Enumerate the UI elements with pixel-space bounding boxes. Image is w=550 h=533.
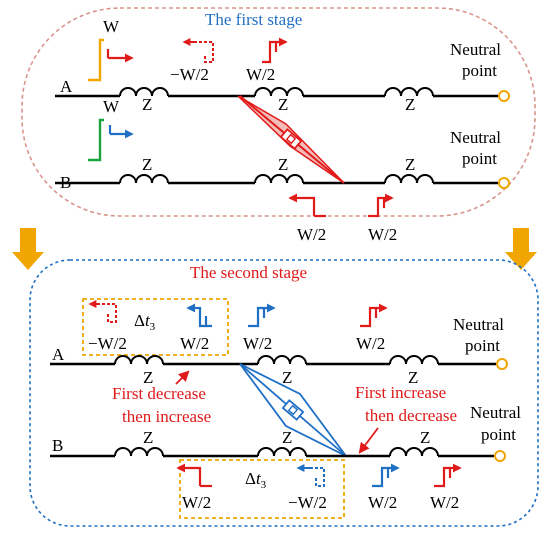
step-wave-icon xyxy=(88,118,104,162)
stage2-neutral-a-2: point xyxy=(465,336,500,355)
stage1-z-b3: Z xyxy=(405,155,415,174)
stage2-a-w2: W/2 xyxy=(243,334,272,353)
step-wave-icon xyxy=(186,303,212,328)
stage2-z-a2: Z xyxy=(282,368,292,387)
stage1-neutral-a-2: point xyxy=(462,61,497,80)
step-wave-icon xyxy=(372,463,400,488)
note-pointer-right xyxy=(358,427,379,454)
step-wave-icon xyxy=(182,38,214,63)
step-wave-icon xyxy=(176,463,212,488)
stage2-neutral-b-2: point xyxy=(481,425,516,444)
stage1-neutral-b: Neutral xyxy=(450,128,501,147)
stage2-dt-a: Δt3 xyxy=(134,311,156,333)
stage1-z-b2: Z xyxy=(278,155,288,174)
stage2-line-a-label: A xyxy=(52,345,65,364)
dt3-box-bottom xyxy=(179,459,345,519)
step-wave-icon xyxy=(434,463,462,488)
neutral-point-icon xyxy=(496,358,508,370)
stage1-neutral-b-2: point xyxy=(462,149,497,168)
stage2-z-b3: Z xyxy=(420,428,430,447)
step-wave-icon xyxy=(262,37,288,64)
stage2-neutral-b: Neutral xyxy=(470,403,521,422)
stage1-w-b: W xyxy=(103,97,120,116)
stage2-note-left: First decrease xyxy=(112,384,206,403)
stage2-note-left-2: then increase xyxy=(122,407,211,426)
stage1-title: The first stage xyxy=(205,10,302,29)
stage2-z-a1: Z xyxy=(143,368,153,387)
stage2-line-a xyxy=(50,355,496,366)
stage1-line-a xyxy=(55,87,498,98)
stage1-z-a1: Z xyxy=(142,95,152,114)
stage1-wave-neg: −W/2 xyxy=(170,65,209,84)
stage1-z-b1: Z xyxy=(142,155,152,174)
stage2-a-w3: W/2 xyxy=(356,334,385,353)
stage2-b-w2: W/2 xyxy=(368,493,397,512)
dt3-box-top xyxy=(82,298,229,356)
stage1-wave-b1: W/2 xyxy=(297,225,326,244)
stage2-neutral-a: Neutral xyxy=(453,315,504,334)
step-wave-icon xyxy=(368,193,394,218)
fault-arc-stage1 xyxy=(237,95,345,184)
stage1-frame xyxy=(21,7,536,217)
down-arrow-icon xyxy=(505,228,537,270)
stage2-note-right: First increase xyxy=(355,383,446,402)
stage2-b-w3: W/2 xyxy=(430,493,459,512)
step-wave-icon xyxy=(88,38,104,82)
step-wave-icon xyxy=(360,303,388,328)
step-wave-icon xyxy=(288,193,326,218)
stage1-line-b xyxy=(55,174,498,185)
stage1-z-a2: Z xyxy=(278,95,288,114)
stage1-wave-pos: W/2 xyxy=(246,65,275,84)
fault-arc-stage2 xyxy=(239,363,347,457)
neutral-point-icon xyxy=(498,177,510,189)
stage2-b-neg: −W/2 xyxy=(288,493,327,512)
stage2-dt-b: Δt3 xyxy=(245,469,267,491)
step-wave-icon xyxy=(296,464,325,487)
switch-icon xyxy=(279,128,303,150)
stage2-title: The second stage xyxy=(190,263,307,282)
stage1-w-a: W xyxy=(103,17,120,36)
step-wave-icon xyxy=(248,303,276,328)
stage2-line-b-label: B xyxy=(52,436,63,455)
stage2-line-b xyxy=(50,447,494,458)
stage2-z-b1: Z xyxy=(143,428,153,447)
step-wave-icon xyxy=(88,300,117,323)
stage2-b-w1: W/2 xyxy=(182,493,211,512)
note-pointer-left xyxy=(175,370,190,385)
neutral-point-icon xyxy=(498,90,510,102)
stage2-note-right-2: then decrease xyxy=(365,406,457,425)
stage2-z-a3: Z xyxy=(408,368,418,387)
stage2-a-w1: W/2 xyxy=(180,334,209,353)
stage1-neutral-a: Neutral xyxy=(450,40,501,59)
stage2-a-neg: −W/2 xyxy=(88,334,127,353)
stage2-frame xyxy=(29,259,539,527)
stage1-line-a-label: A xyxy=(60,77,73,96)
stage2-z-b2: Z xyxy=(282,428,292,447)
down-arrow-icon xyxy=(12,228,44,270)
stage1-z-a3: Z xyxy=(405,95,415,114)
neutral-point-icon xyxy=(494,450,506,462)
switch-icon xyxy=(281,399,305,421)
stage1-wave-b2: W/2 xyxy=(368,225,397,244)
